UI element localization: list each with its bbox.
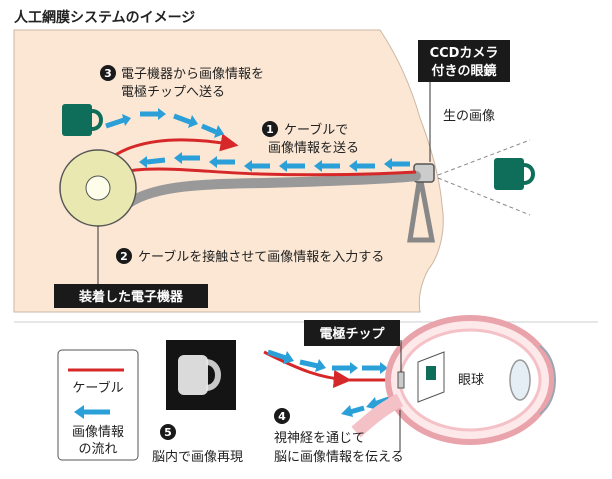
svg-text:ケーブルを接触させて画像情報を入力する: ケーブルを接触させて画像情報を入力する [138,249,384,265]
bottom-cable-line [263,350,352,388]
cable-sheath [115,171,421,215]
image-flow-arrows [105,108,410,172]
eyeball-icon [351,315,556,445]
mug-icon [62,104,103,136]
raw-image-label: 生の画像 [443,109,495,124]
step-5-label: 5 脳内で画像再現 [152,424,243,465]
step-1-label: 1 ケーブルで 画像情報を送る [262,121,359,156]
diagram-title: 人工網膜システムのイメージ [14,9,195,26]
glasses-frame [407,175,436,243]
mug-icon [494,158,535,190]
step-3-label: 3 電子機器から画像情報を 電極チップへ送る [100,65,264,100]
svg-text:脳内で画像再現: 脳内で画像再現 [152,449,243,465]
legend-box [57,349,139,461]
camera-label-box [418,40,510,82]
chip-label: 電極チップ [319,326,385,342]
eye-label: 眼球 [458,373,484,388]
blurred-mug-icon [178,355,221,395]
device-label-box [54,284,208,308]
step-2-label: 2 ケーブルを接触させて画像情報を入力する [116,248,384,265]
svg-text:2: 2 [120,250,128,263]
device-label: 装着した電子機器 [78,289,184,305]
legend-cable-label: ケーブル [72,380,123,396]
legend-flow-swatch [74,405,110,419]
svg-text:画像情報を送る: 画像情報を送る [268,141,359,156]
svg-text:視神経を通じて: 視神経を通じて [274,431,365,446]
camera-view-cone [437,139,531,216]
svg-text:5: 5 [164,426,172,439]
svg-text:3: 3 [104,67,112,80]
svg-text:電極チップへ送る: 電極チップへ送る [121,84,225,100]
camera-label-line2: 付きの眼鏡 [431,63,496,79]
legend-flow-label-line1: 画像情報 [72,425,124,440]
svg-text:電子機器から画像情報を: 電子機器から画像情報を [121,67,264,82]
svg-text:4: 4 [278,410,286,423]
cable-line [99,167,417,184]
head-silhouette [13,29,444,313]
legend-flow-label-line2: の流れ [78,442,117,457]
svg-text:脳に画像情報を伝える: 脳に画像情報を伝える [274,450,404,465]
svg-text:1: 1 [266,123,274,136]
electrode-chip-icon [397,371,405,389]
retina-image-icon [417,351,445,403]
chip-label-box [304,320,400,346]
svg-text:ケーブルで: ケーブルで [284,122,348,138]
camera-label-line1: CCDカメラ [430,46,499,61]
optic-nerve [351,393,404,438]
bottom-flow-arrows [267,349,393,417]
step-4-label: 4 視神経を通じて 脳に画像情報を伝える [274,408,404,465]
